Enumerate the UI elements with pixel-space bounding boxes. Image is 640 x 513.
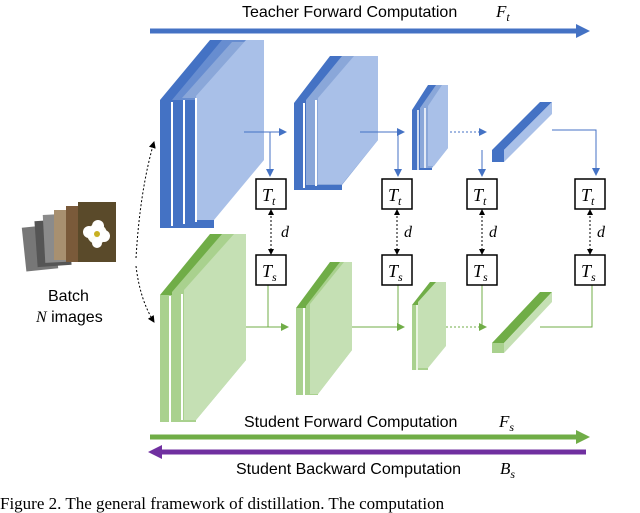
student-transform-box-2: Ts — [381, 254, 413, 286]
distance-arrowheads — [268, 209, 593, 255]
teacher-layer-4 — [492, 102, 552, 162]
svg-text:Ts: Ts — [388, 261, 403, 284]
student-layer-3 — [412, 282, 446, 370]
teacher-layer-2 — [294, 56, 378, 190]
teacher-transform-box-4: Tt — [574, 178, 606, 210]
student-transform-box-4: Ts — [574, 254, 606, 286]
distance-label-3: d — [489, 224, 498, 241]
svg-text:Tt: Tt — [473, 185, 487, 208]
batch-images-stack — [21, 202, 116, 272]
student-layer-4 — [492, 292, 552, 353]
teacher-layer-3 — [412, 85, 448, 170]
student-backward-arrow — [148, 445, 586, 459]
distance-label-2: d — [404, 224, 413, 241]
batch-input-arrows — [135, 141, 156, 323]
teacher-layer-1 — [160, 40, 264, 228]
svg-text:Ts: Ts — [262, 261, 277, 284]
batch-label-line1: Batch — [48, 288, 89, 305]
student-layer-1 — [160, 234, 246, 422]
teacher-transform-box-3: Tt — [466, 178, 498, 210]
batch-label-line2: N images — [35, 309, 103, 326]
student-forward-symbol: Fs — [498, 412, 514, 434]
distance-links — [270, 212, 591, 252]
student-backward-label: Student Backward Computation — [236, 461, 461, 478]
student-transform-box-1: Ts — [255, 254, 287, 286]
student-backward-symbol: Bs — [500, 459, 515, 481]
distance-label-1: d — [281, 224, 290, 241]
teacher-forward-label: Teacher Forward Computation — [242, 4, 457, 21]
distance-label-4: d — [597, 224, 606, 241]
teacher-transform-box-2: Tt — [381, 178, 413, 210]
figure-caption: Figure 2. The general framework of disti… — [0, 494, 445, 513]
svg-text:Ts: Ts — [473, 261, 488, 284]
student-forward-label: Student Forward Computation — [244, 414, 457, 431]
teacher-forward-arrow — [150, 24, 590, 38]
teacher-flow-arrows — [244, 128, 600, 177]
student-layer-2 — [296, 262, 352, 395]
teacher-forward-symbol: Ft — [495, 2, 510, 24]
svg-text:Tt: Tt — [262, 185, 276, 208]
student-flow-arrows — [246, 285, 593, 331]
student-forward-arrow — [150, 430, 590, 444]
svg-text:Tt: Tt — [581, 185, 595, 208]
svg-text:Ts: Ts — [581, 261, 596, 284]
svg-text:Tt: Tt — [388, 185, 402, 208]
teacher-transform-box-1: Tt — [255, 178, 287, 210]
student-transform-box-3: Ts — [466, 254, 498, 286]
